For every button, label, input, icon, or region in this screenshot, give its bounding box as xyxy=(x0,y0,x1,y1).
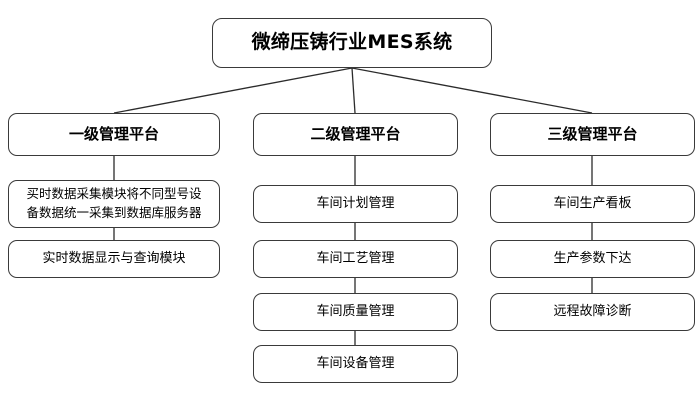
node-col2-item-2-label: 车间质量管理 xyxy=(316,303,395,319)
node-platform-level-3[interactable]: 三级管理平台 xyxy=(490,113,695,156)
node-col3-item-1-label: 生产参数下达 xyxy=(553,250,632,266)
connector-root-to-platform-3 xyxy=(351,67,593,114)
node-col3-item-0[interactable]: 车间生产看板 xyxy=(490,185,695,223)
node-col2-item-3-label: 车间设备管理 xyxy=(316,355,395,371)
node-col2-item-0-label: 车间计划管理 xyxy=(316,195,395,211)
connector-root-to-platform-2 xyxy=(351,67,356,114)
node-col3-item-2-label: 远程故障诊断 xyxy=(553,303,632,319)
node-col1-item-1[interactable]: 实时数据显示与查询模块 xyxy=(8,240,220,278)
node-col2-item-0[interactable]: 车间计划管理 xyxy=(253,185,458,223)
node-col3-item-2[interactable]: 远程故障诊断 xyxy=(490,293,695,331)
node-root-system[interactable]: 微缔压铸行业MES系统 xyxy=(212,18,492,68)
node-root-label: 微缔压铸行业MES系统 xyxy=(251,31,453,54)
node-platform-level-1-label: 一级管理平台 xyxy=(68,125,159,144)
node-col2-item-2[interactable]: 车间质量管理 xyxy=(253,293,458,331)
node-col1-item-1-label: 实时数据显示与查询模块 xyxy=(42,250,186,266)
node-col1-item-0-label: 买时数据采集模块将不同型号设 备数据统一采集到数据库服务器 xyxy=(26,186,202,220)
node-platform-level-2[interactable]: 二级管理平台 xyxy=(253,113,458,156)
node-platform-level-1[interactable]: 一级管理平台 xyxy=(8,113,220,156)
node-platform-level-2-label: 二级管理平台 xyxy=(310,125,401,144)
node-col2-item-3[interactable]: 车间设备管理 xyxy=(253,345,458,383)
node-col3-item-0-label: 车间生产看板 xyxy=(553,195,632,211)
connector-root-to-platform-1 xyxy=(113,67,353,114)
node-col1-item-0[interactable]: 买时数据采集模块将不同型号设 备数据统一采集到数据库服务器 xyxy=(8,180,220,228)
node-col3-item-1[interactable]: 生产参数下达 xyxy=(490,240,695,278)
node-platform-level-3-label: 三级管理平台 xyxy=(547,125,638,144)
node-col2-item-1[interactable]: 车间工艺管理 xyxy=(253,240,458,278)
node-col2-item-1-label: 车间工艺管理 xyxy=(316,250,395,266)
